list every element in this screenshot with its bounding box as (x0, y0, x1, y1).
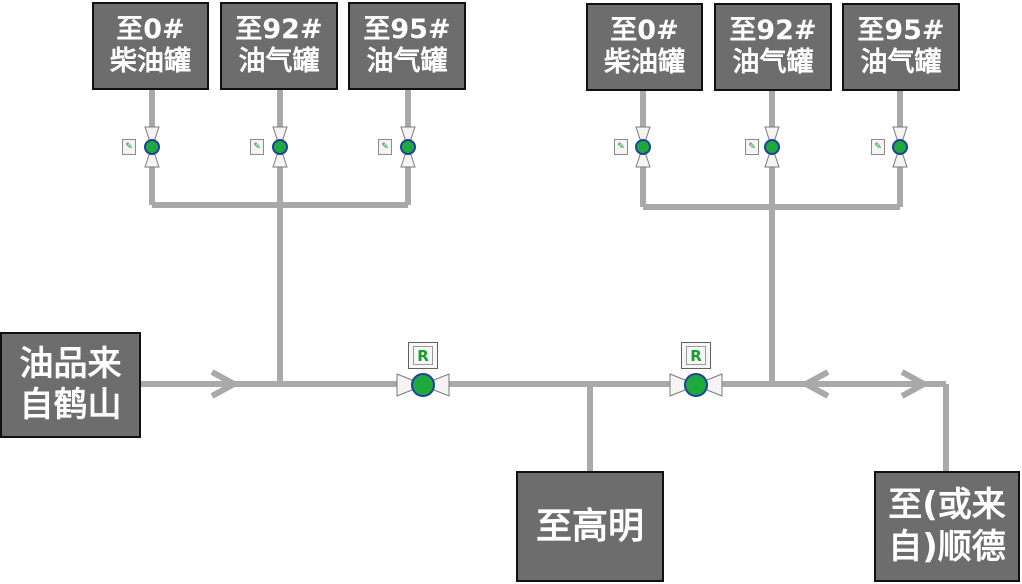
tank-box-right-diesel[interactable]: 至0# 柴油罐 (586, 3, 703, 91)
branch-valve[interactable] (272, 126, 288, 168)
tank-box-left-95[interactable]: 至95# 油气罐 (348, 2, 466, 90)
branch-valve[interactable] (764, 126, 780, 168)
branch-valve[interactable] (635, 126, 651, 168)
flow-arrow-left (799, 369, 830, 399)
gaoming-box[interactable]: 至高明 (516, 471, 664, 582)
main-valve-1[interactable] (396, 373, 450, 397)
manual-mode-icon[interactable]: ✎ (745, 139, 759, 155)
manual-mode-icon[interactable]: ✎ (122, 139, 136, 155)
remote-mode-badge[interactable]: R (408, 342, 438, 369)
source-heshan-box[interactable]: 油品来 自鹤山 (0, 332, 141, 438)
manual-mode-icon[interactable]: ✎ (614, 139, 628, 155)
flow-arrow-right (900, 369, 931, 399)
main-valve-2[interactable] (669, 373, 723, 397)
remote-mode-label: R (686, 346, 706, 365)
manual-mode-icon[interactable]: ✎ (378, 139, 392, 155)
branch-valve[interactable] (892, 126, 908, 168)
tank-box-left-92[interactable]: 至92# 油气罐 (220, 2, 338, 90)
branch-valve[interactable] (144, 126, 160, 168)
flow-arrow-right (210, 369, 241, 399)
tank-box-right-92[interactable]: 至92# 油气罐 (714, 3, 832, 91)
tank-box-right-95[interactable]: 至95# 油气罐 (842, 3, 960, 91)
remote-mode-label: R (413, 346, 433, 365)
tank-box-left-diesel[interactable]: 至0# 柴油罐 (92, 2, 209, 90)
manual-mode-icon[interactable]: ✎ (250, 139, 264, 155)
remote-mode-badge[interactable]: R (681, 342, 711, 369)
branch-valve[interactable] (400, 126, 416, 168)
shunde-box[interactable]: 至(或来 自)顺德 (874, 471, 1020, 582)
manual-mode-icon[interactable]: ✎ (871, 139, 885, 155)
